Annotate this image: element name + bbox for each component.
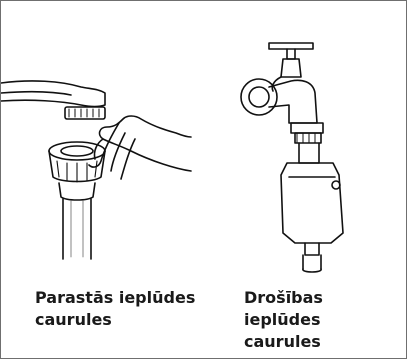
standard-inlet-hose-illustration	[1, 1, 407, 301]
safety-hose-caption: Drošības ieplūdes caurules	[244, 287, 404, 353]
connector-nut-icon	[291, 123, 323, 163]
wall-tap-icon	[241, 43, 317, 123]
hose-icon	[63, 199, 91, 259]
hand-icon	[89, 116, 191, 179]
tap-spout-icon	[1, 81, 105, 119]
safety-hose-icon	[303, 255, 321, 272]
standard-hose-caption: Parastās ieplūdes caurules	[35, 287, 215, 331]
hose-nut-icon	[49, 142, 105, 200]
safety-valve-housing-icon	[281, 163, 343, 255]
